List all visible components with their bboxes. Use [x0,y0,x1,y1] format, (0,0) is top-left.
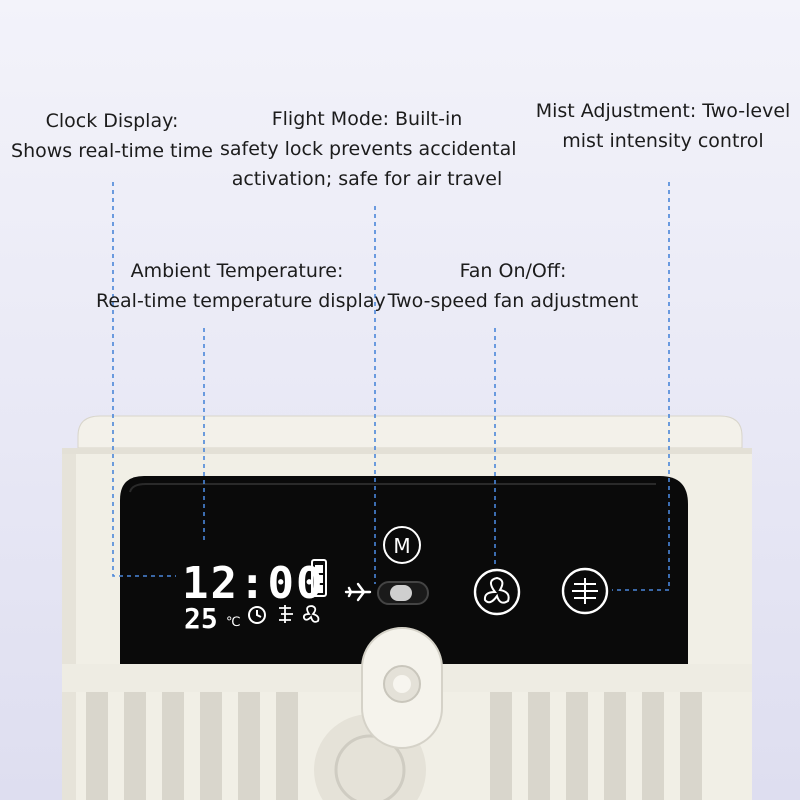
temperature-callout: Ambient Temperature: Real-time temperatu… [96,256,386,316]
fan-button-icon[interactable] [473,568,521,616]
temperature-unit: ℃ [226,615,241,630]
mist-nozzle [361,627,443,749]
flight-callout: Flight Mode: Built-in safety lock preven… [220,104,517,194]
grille [86,692,702,800]
fan-callout: Fan On/Off: Two-speed fan adjustment [386,256,640,316]
mode-m-icon[interactable]: M [383,526,421,564]
control-panel [120,476,688,664]
mode-button-label: M [393,534,410,558]
battery-icon [311,559,327,597]
clock-readout: 12:00 [182,558,324,609]
mist-icon [279,605,293,623]
clock-callout: Clock Display: Shows real-time time [8,106,216,166]
flight-callout-line1: Flight Mode: Built-in [271,108,463,130]
temperature-callout-title: Ambient Temperature: [130,260,344,282]
body-shade [62,454,76,800]
temperature-readout: 25 [184,602,218,635]
clock-leader [112,182,176,577]
device-lid [77,415,743,449]
clock-icon [248,606,266,624]
flight-callout-line3: activation; safe for air travel [231,168,503,190]
clock-callout-title: Clock Display: [45,110,179,132]
mist-callout-line2: mist intensity control [562,130,764,152]
leader-lines [112,182,670,591]
mist-callout: Mist Adjustment: Two-level mist intensit… [532,96,794,156]
clock-callout-desc: Shows real-time time [11,140,213,162]
flight-mode-switch[interactable] [377,581,429,605]
airplane-icon [344,582,372,602]
fan-icon [302,605,320,623]
temperature-callout-desc: Real-time temperature display [96,290,386,312]
fan-callout-desc: Two-speed fan adjustment [387,290,639,312]
mist-leader [612,182,670,591]
mist-button-icon[interactable] [561,567,609,615]
panel-highlight [129,483,656,493]
body-seam [62,448,752,454]
mist-callout-line1: Mist Adjustment: Two-level [535,100,791,122]
fan-callout-title: Fan On/Off: [459,260,567,282]
flight-callout-line2: safety lock prevents accidental [220,138,517,160]
